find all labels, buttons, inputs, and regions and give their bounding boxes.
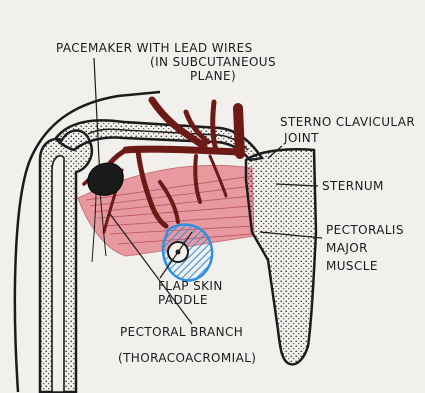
flap-label-line-1: FLAP SKIN (158, 279, 223, 293)
sternoclavicular-label-line-1: STERNO CLAVICULAR (280, 115, 415, 129)
pacemaker-label-line-3: PLANE) (190, 69, 236, 83)
pacemaker-label: PACEMAKER WITH LEAD WIRES (IN SUBCUTANEO… (56, 41, 276, 83)
flap-label-line-2: PADDLE (158, 293, 208, 307)
flap-skin-paddle (163, 225, 212, 281)
sternum-bone (246, 149, 316, 364)
pacemaker-label-line-1: PACEMAKER WITH LEAD WIRES (56, 41, 253, 55)
pectoralis-label-line-1: PECTORALIS (326, 223, 404, 237)
flap-skin-paddle-label: FLAP SKIN PADDLE (158, 279, 223, 307)
pacemaker-device (88, 163, 123, 195)
pectoralis-label-line-2: MAJOR (326, 241, 368, 255)
pectoral-branch-label: PECTORAL BRANCH (THORACOACROMIAL) (118, 325, 256, 365)
sternoclavicular-label-line-2: JOINT (283, 131, 319, 145)
sternoclavicular-joint-label: STERNO CLAVICULAR JOINT (280, 115, 415, 145)
pectoral-branch-label-line-1: PECTORAL BRANCH (120, 325, 243, 339)
sternum-label: STERNUM (322, 179, 384, 193)
pectoral-branch-label-line-2: (THORACOACROMIAL) (118, 351, 256, 365)
pectoralis-label-line-3: MUSCLE (326, 259, 378, 273)
pectoralis-major-label: PECTORALIS MAJOR MUSCLE (326, 223, 404, 273)
humerus-bone (40, 130, 92, 392)
pacemaker-label-line-2: (IN SUBCUTANEOUS (150, 55, 276, 69)
